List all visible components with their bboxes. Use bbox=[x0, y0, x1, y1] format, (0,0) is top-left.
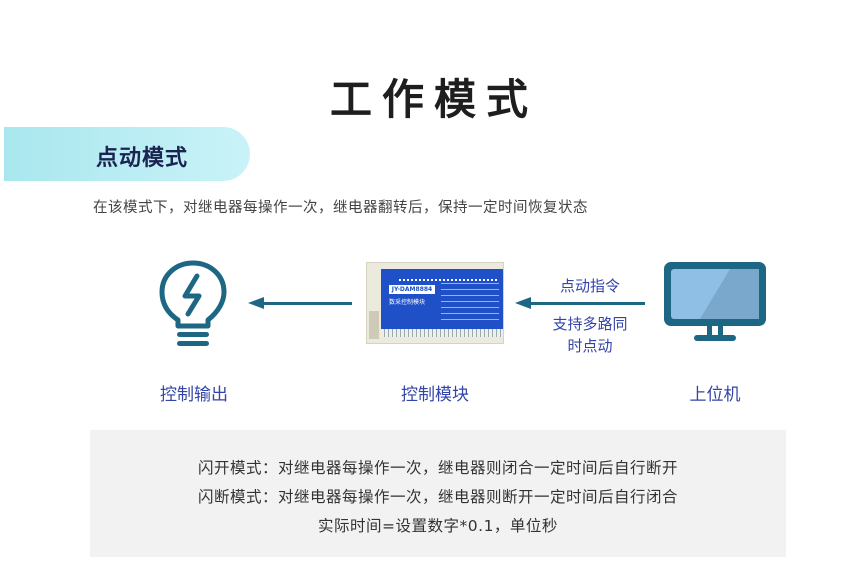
device-front-panel: JY-DAM8884 数采控制模块 bbox=[381, 269, 503, 331]
page-title: 工作模式 bbox=[329, 75, 538, 124]
device-spec-lines bbox=[441, 283, 499, 325]
command-label: 点动指令 bbox=[559, 277, 620, 295]
device-side-connector bbox=[369, 311, 379, 339]
section-title: 点动模式 bbox=[96, 146, 189, 171]
arrow-to-output-line bbox=[262, 302, 352, 305]
node-label-module: 控制模块 bbox=[401, 385, 469, 405]
monitor-icon bbox=[664, 262, 766, 341]
device-model-label: JY-DAM8884 bbox=[389, 285, 435, 294]
note-flash-open: 闪开模式：对继电器每操作一次，继电器则闭合一定时间后自行断开 bbox=[197, 459, 678, 477]
section-header-pill: 点动模式 bbox=[4, 127, 250, 181]
control-module-device: JY-DAM8884 数采控制模块 bbox=[366, 262, 504, 344]
arrow-to-module-head bbox=[515, 297, 531, 309]
device-subtitle: 数采控制模块 bbox=[389, 299, 426, 306]
command-note-line2: 时点动 bbox=[567, 337, 613, 355]
device-indicator-row bbox=[399, 279, 499, 281]
note-time-formula: 实际时间=设置数字*0.1，单位秒 bbox=[318, 517, 558, 535]
note-flash-close: 闪断模式：对继电器每操作一次，继电器则断开一定时间后自行闭合 bbox=[197, 488, 678, 506]
node-label-host: 上位机 bbox=[689, 385, 741, 405]
arrow-to-module-line bbox=[529, 302, 645, 305]
command-note-line1: 支持多路同 bbox=[552, 315, 628, 333]
section-description: 在该模式下，对继电器每操作一次，继电器翻转后，保持一定时间恢复状态 bbox=[93, 200, 588, 216]
notes-box: 闪开模式：对继电器每操作一次，继电器则闭合一定时间后自行断开 闪断模式：对继电器… bbox=[90, 430, 786, 557]
arrow-to-output-head bbox=[248, 297, 264, 309]
lightbulb-bolt-icon bbox=[159, 260, 227, 346]
node-label-output: 控制输出 bbox=[160, 385, 228, 405]
device-terminals bbox=[381, 329, 503, 337]
